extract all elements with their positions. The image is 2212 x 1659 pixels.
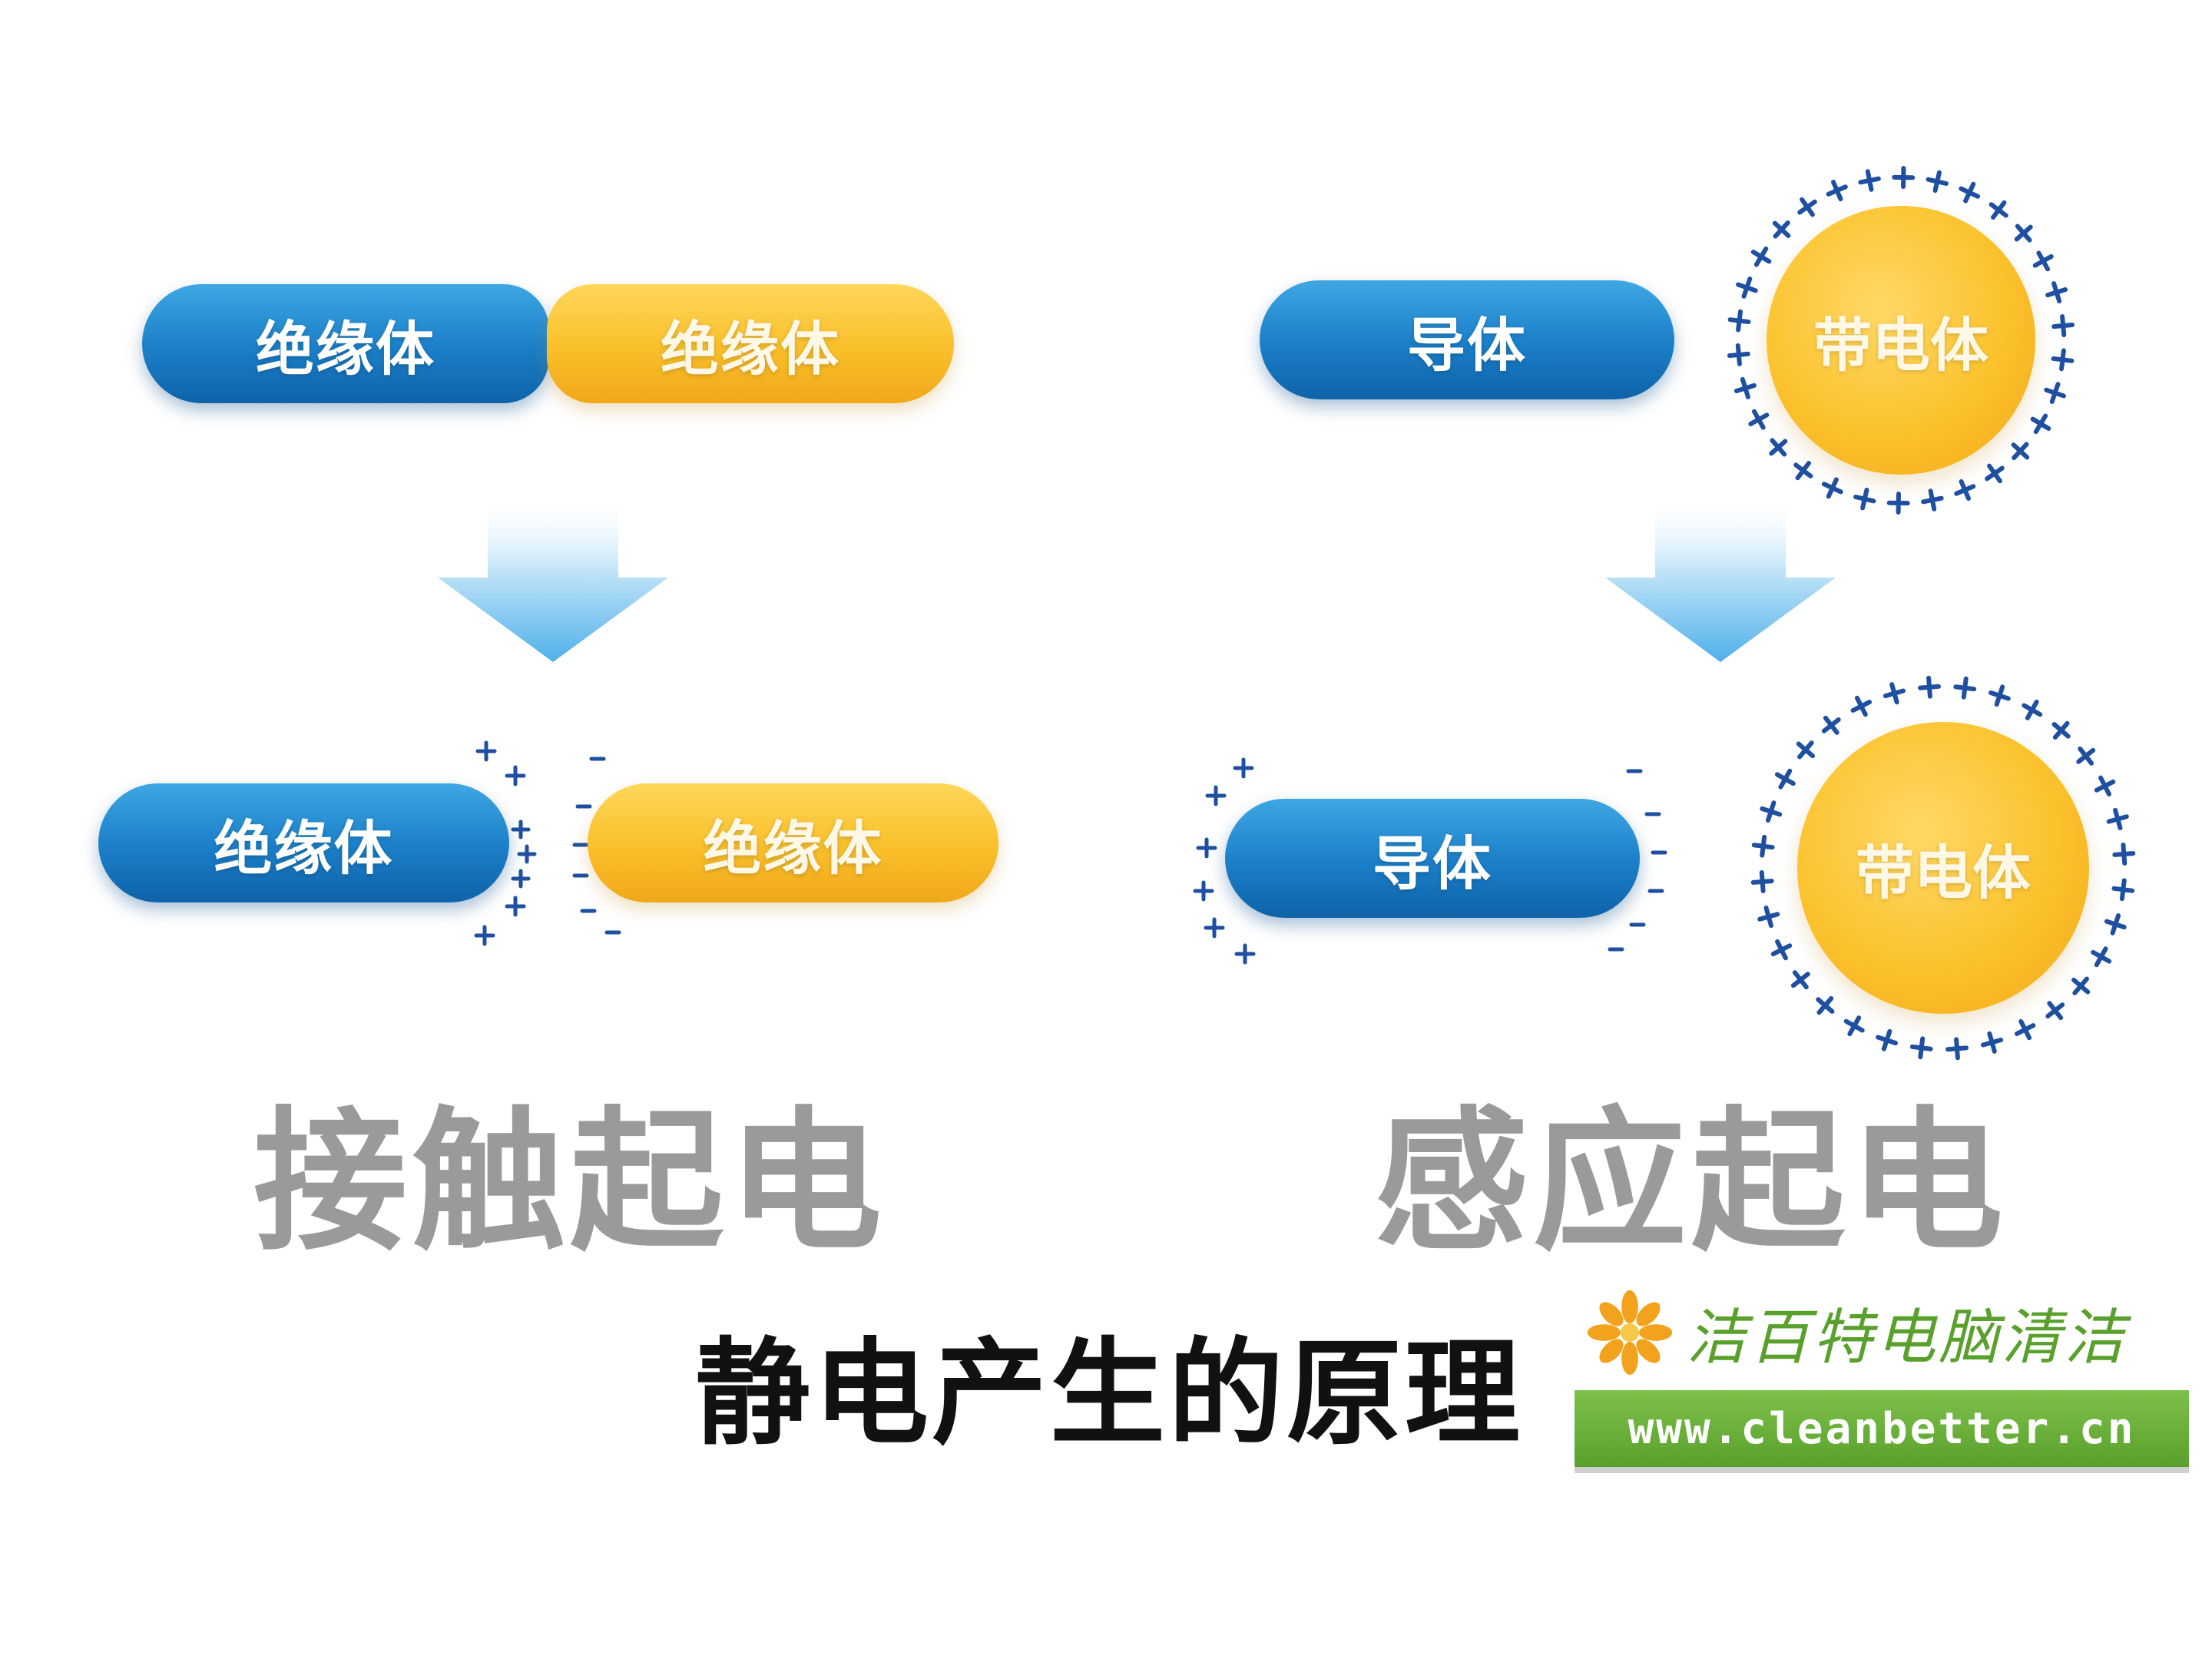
insulator-yellow-before-label: 绝缘体 [661, 314, 840, 383]
plus-charge [1985, 463, 2005, 484]
charges-ring-top [1727, 166, 2075, 515]
charged-body-after: 带电体 [1797, 722, 2089, 1014]
plus-charge [1821, 715, 1841, 735]
plus-charge [2104, 913, 2127, 935]
plus-charge [1918, 675, 1941, 699]
plus-charge [1909, 1036, 1933, 1060]
plus-charge [2051, 348, 2075, 372]
watermark-title: 洁百特电脑清洁 [1687, 1303, 2128, 1373]
induction-title: 感应起电 [1375, 1093, 2008, 1272]
insulator-yellow-after: 绝缘体 [588, 783, 998, 902]
plus-charge [1770, 939, 1793, 961]
plus-charge [1853, 487, 1876, 511]
plus-charge [1769, 438, 1788, 457]
conductor-before-label: 导体 [1407, 310, 1527, 379]
plus-charge [1988, 200, 2008, 220]
plus-charge [1796, 740, 1815, 760]
plus-charge [2022, 699, 2043, 720]
plus-charge [1945, 1037, 1969, 1061]
insulator-blue-after-label: 绝缘体 [214, 813, 394, 882]
plus-charge [1876, 1028, 1898, 1051]
plus-charge [2030, 413, 2051, 435]
insulator-blue-before: 绝缘体 [142, 284, 549, 403]
plus-charge [2032, 250, 2054, 272]
plus-charge [1959, 181, 1981, 204]
plus-charge [1727, 309, 1751, 333]
plus-charge [1921, 488, 1944, 512]
plus-charge [1790, 970, 1810, 990]
insulator-yellow-before: 绝缘体 [547, 284, 954, 403]
plus-charge [2076, 746, 2096, 766]
plus-charge [1858, 169, 1881, 192]
plus-charge [2044, 382, 2066, 404]
charged-body-before-label: 带电体 [1813, 311, 1988, 379]
plus-charge [1797, 197, 1817, 217]
insulator-blue-before-label: 绝缘体 [256, 314, 435, 383]
plus-charge [2091, 946, 2112, 968]
plus-charge [2094, 775, 2116, 797]
plus-charge [2045, 281, 2068, 304]
watermark-logo: 洁百特电脑清洁 www.cleanbetter.cn [1575, 1275, 2189, 1475]
plus-charge [2051, 720, 2071, 740]
plus-charge [1760, 800, 1783, 823]
plus-charge [2106, 807, 2129, 830]
plus-charge [1793, 460, 1813, 481]
conductor-after: 导体 [1225, 799, 1640, 918]
plus-charge [1850, 695, 1873, 717]
induction-positive-charges [1193, 757, 1256, 965]
plus-charge [1727, 343, 1750, 366]
charged-body-after-label: 带电体 [1856, 839, 2031, 907]
plus-charge [2014, 1018, 2036, 1041]
contact-negative-charges [572, 757, 621, 935]
watermark-header: 洁百特电脑清洁 [1575, 1275, 2189, 1390]
insulator-blue-after: 绝缘体 [98, 783, 509, 902]
plus-charge [1883, 682, 1906, 705]
plus-charge [2045, 1001, 2065, 1021]
plus-charge [1988, 684, 2011, 707]
flower-icon [1587, 1290, 1673, 1376]
charges-ring-bottom [1750, 675, 2136, 1061]
plus-charge [2071, 976, 2091, 995]
plus-charge [1750, 246, 1772, 267]
plus-charge [1750, 870, 1774, 893]
plus-charge [2011, 442, 2030, 461]
plus-charge [1826, 179, 1848, 202]
plus-charge [1843, 1015, 1865, 1037]
diagram-caption: 静电产生的原理 [695, 1327, 1524, 1461]
conductor-before: 导体 [1260, 280, 1674, 399]
plus-charge [1954, 478, 1976, 502]
plus-charge [2111, 878, 2135, 902]
insulator-yellow-after-label: 绝缘体 [703, 813, 883, 882]
down-arrow-induction [1605, 499, 1836, 662]
plus-charge [2014, 224, 2033, 243]
plus-charge [2051, 314, 2075, 338]
conductor-after-label: 导体 [1373, 829, 1492, 898]
plus-charge [1772, 220, 1791, 239]
plus-charge [1774, 768, 1796, 790]
plus-charge [1748, 409, 1770, 430]
plus-charge [1757, 906, 1780, 929]
watermark-url-bar: www.cleanbetter.cn [1575, 1390, 2189, 1473]
plus-charge [1886, 491, 1910, 515]
plus-charge [1821, 477, 1843, 499]
charged-body-before: 带电体 [1767, 206, 2035, 475]
plus-charge [1736, 276, 1758, 299]
watermark-url: www.cleanbetter.cn [1628, 1403, 2136, 1454]
down-arrow-contact [438, 499, 668, 662]
contact-title: 接触起电 [253, 1093, 887, 1272]
plus-charge [1953, 676, 1977, 700]
plus-charge [2112, 843, 2136, 866]
plus-charge [1734, 376, 1757, 399]
induction-negative-charges [1608, 769, 1667, 952]
plus-charge [1981, 1031, 2004, 1054]
plus-charge [1816, 996, 1835, 1015]
plus-charge [1751, 834, 1775, 858]
plus-charge [1892, 166, 1916, 190]
contact-positive-charges [474, 740, 537, 946]
plus-charge [1926, 170, 1949, 194]
